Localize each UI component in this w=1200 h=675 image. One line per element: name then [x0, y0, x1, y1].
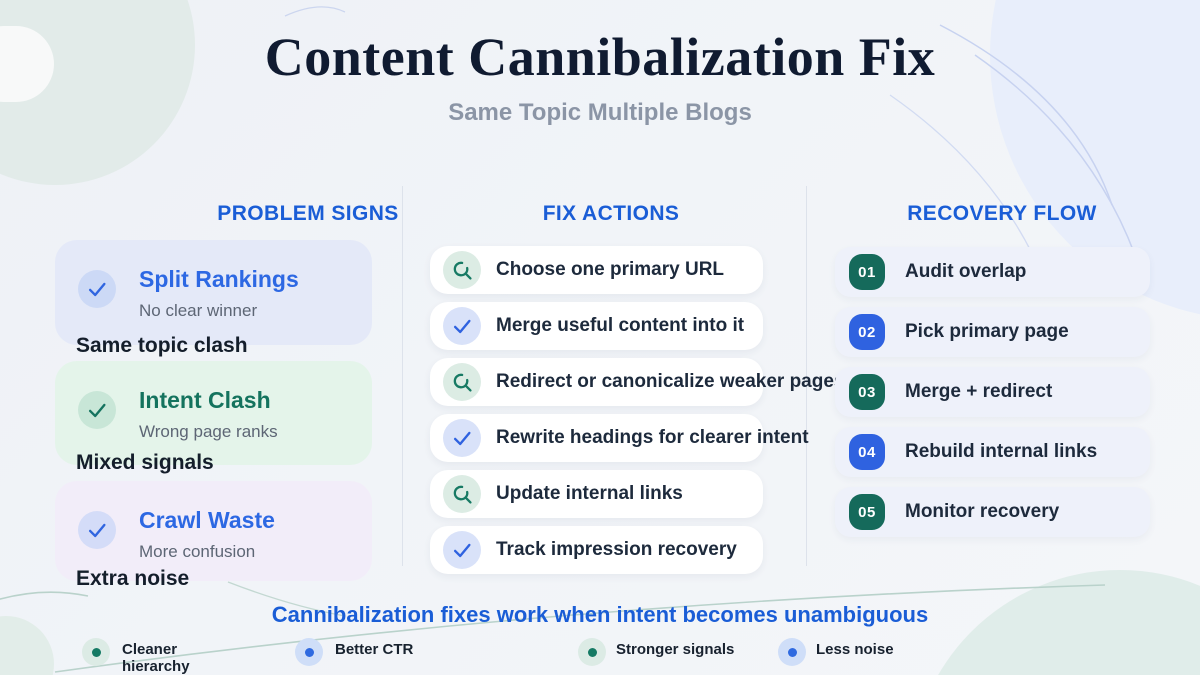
decor-pill-top-left [0, 26, 54, 102]
problem-card-subtitle: No clear winner [139, 301, 258, 320]
step-number-badge: 05 [849, 494, 885, 530]
step-number-badge: 02 [849, 314, 885, 350]
check-icon [443, 307, 481, 345]
problem-card-title: Intent Clash [139, 387, 271, 413]
recovery-step-label: Merge + redirect [905, 381, 1053, 402]
step-number-badge: 04 [849, 434, 885, 470]
check-icon [443, 531, 481, 569]
fix-action-item: Track impression recovery [430, 526, 763, 574]
search-icon [443, 475, 481, 513]
page-subtitle: Same Topic Multiple Blogs [448, 99, 752, 126]
heading-fix-actions: FIX ACTIONS [542, 202, 680, 225]
decor-circle-bottom-left [0, 616, 54, 675]
recovery-step-label: Rebuild internal links [905, 441, 1098, 462]
benefit-label: Less noise [816, 641, 894, 658]
recovery-step: 02 Pick primary page [835, 307, 1150, 357]
bullet-dot-icon [82, 638, 110, 666]
check-icon [78, 391, 116, 429]
heading-recovery-flow: RECOVERY FLOW [907, 202, 1097, 225]
recovery-step-label: Monitor recovery [905, 501, 1060, 522]
fix-action-item: Merge useful content into it [430, 302, 763, 350]
recovery-step: 03 Merge + redirect [835, 367, 1150, 417]
heading-problem-signs: PROBLEM SIGNS [217, 202, 399, 225]
problem-card-subtitle: More confusion [139, 542, 256, 561]
column-divider-left [402, 186, 403, 566]
problem-card-intent-clash: Intent Clash Wrong page ranks [55, 361, 372, 465]
fix-action-label: Update internal links [496, 483, 683, 504]
search-icon [443, 363, 481, 401]
benefit-label: Cleaner hierarchy [122, 641, 190, 675]
fix-action-item: Redirect or canonicalize weaker pages [430, 358, 845, 406]
check-icon [78, 270, 116, 308]
search-icon [443, 251, 481, 289]
fix-action-item: Rewrite headings for clearer intent [430, 414, 809, 462]
problem-card-crawl-waste: Crawl Waste More confusion [55, 481, 372, 581]
problem-card-label: Extra noise [76, 567, 190, 590]
problem-card-subtitle: Wrong page ranks [139, 422, 278, 441]
fix-action-item: Choose one primary URL [430, 246, 763, 294]
bullet-dot-icon [295, 638, 323, 666]
fix-action-label: Redirect or canonicalize weaker pages [496, 371, 845, 392]
recovery-step-label: Pick primary page [905, 321, 1069, 342]
problem-card-title: Split Rankings [139, 266, 299, 292]
problem-card-label: Mixed signals [76, 451, 214, 474]
problem-card-split-rankings: Split Rankings No clear winner [55, 240, 372, 345]
benefit-label: Stronger signals [616, 641, 735, 658]
recovery-step-label: Audit overlap [905, 261, 1027, 282]
recovery-step: 01 Audit overlap [835, 247, 1150, 297]
fix-action-label: Choose one primary URL [496, 259, 725, 280]
column-divider-right [806, 186, 807, 566]
recovery-step: 04 Rebuild internal links [835, 427, 1150, 477]
problem-card-label: Same topic clash [76, 334, 248, 357]
decor-circle-bottom-right [910, 570, 1200, 675]
step-number-badge: 01 [849, 254, 885, 290]
check-icon [78, 511, 116, 549]
step-number-badge: 03 [849, 374, 885, 410]
decor-circle-top-left [0, 0, 195, 185]
bullet-dot-icon [578, 638, 606, 666]
bullet-dot-icon [778, 638, 806, 666]
benefit-label: Better CTR [335, 641, 414, 658]
check-icon [443, 419, 481, 457]
page-title: Content Cannibalization Fix [264, 27, 936, 87]
fix-action-label: Rewrite headings for clearer intent [496, 427, 809, 448]
footer-tagline: Cannibalization fixes work when intent b… [271, 602, 929, 627]
fix-action-label: Track impression recovery [496, 539, 737, 560]
fix-action-label: Merge useful content into it [496, 315, 745, 336]
recovery-step: 05 Monitor recovery [835, 487, 1150, 537]
problem-card-title: Crawl Waste [139, 507, 275, 533]
fix-action-item: Update internal links [430, 470, 763, 518]
